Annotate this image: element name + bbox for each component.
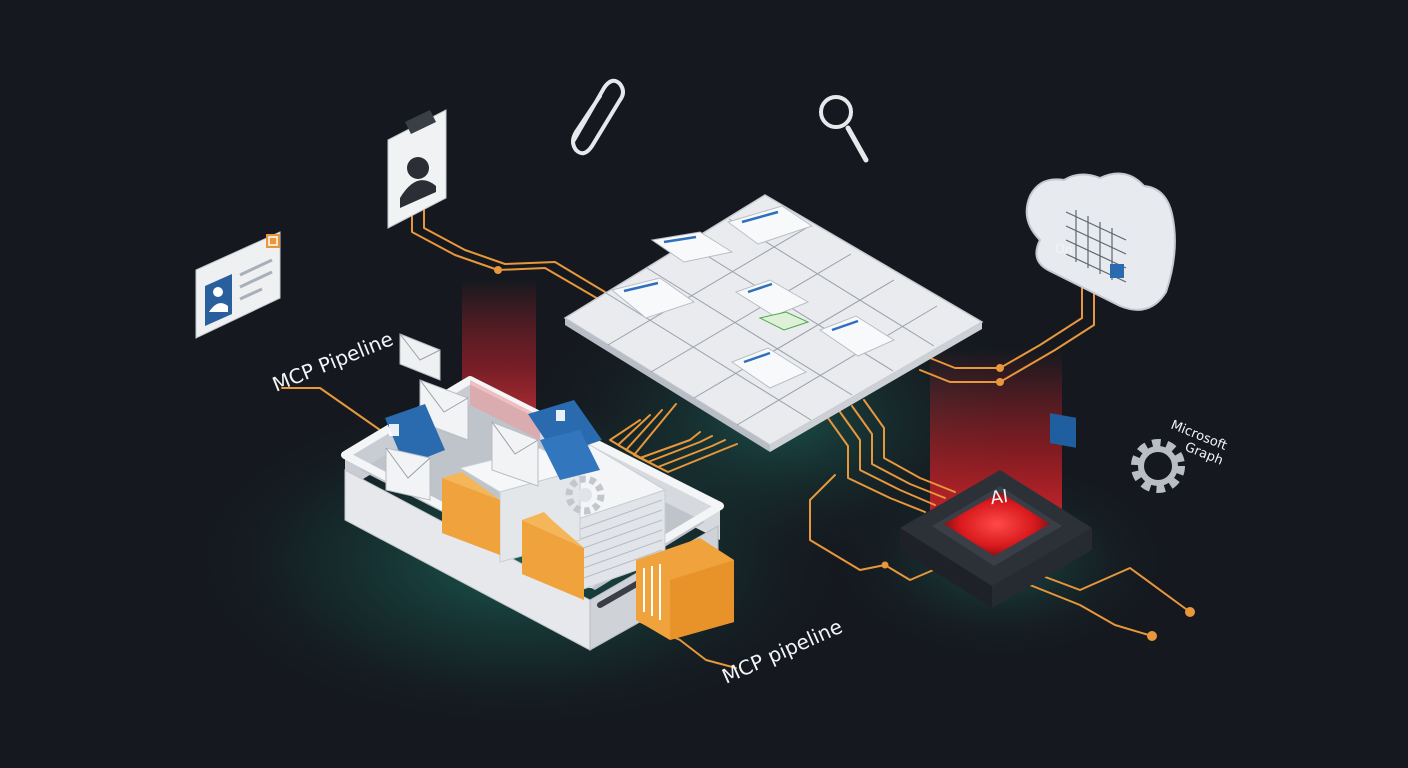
envelope-icon [399,333,441,381]
search-icon [819,95,869,163]
envelope-icon [385,447,431,501]
envelope-icon [385,404,445,466]
wire-nodes [494,266,1195,641]
folder-icon [442,472,500,555]
envelope-icon [491,421,539,487]
event-card [818,315,896,357]
event-card [734,279,810,331]
event-card [650,231,734,263]
wires [281,209,1191,669]
gear-icon [565,475,605,515]
calendar-grid [563,194,984,452]
ai-chip-label: AI [989,486,1009,509]
ai-chip: AI [900,470,1092,608]
event-card [730,347,808,389]
paperclip-icon [571,78,625,156]
gear-icon [1131,439,1185,493]
mcp-pipeline-label-top: MCP Pipeline [269,326,397,396]
folder-icon [636,538,734,640]
id-badge-icon [387,109,447,229]
contact-card-icon [195,231,281,339]
cloud-calendar-icon: On [1025,172,1176,448]
event-card [610,277,696,319]
folder-icon [522,512,584,600]
onenote-badge-label: On [1053,241,1074,259]
envelope-icon [540,430,600,480]
event-card [726,205,814,245]
